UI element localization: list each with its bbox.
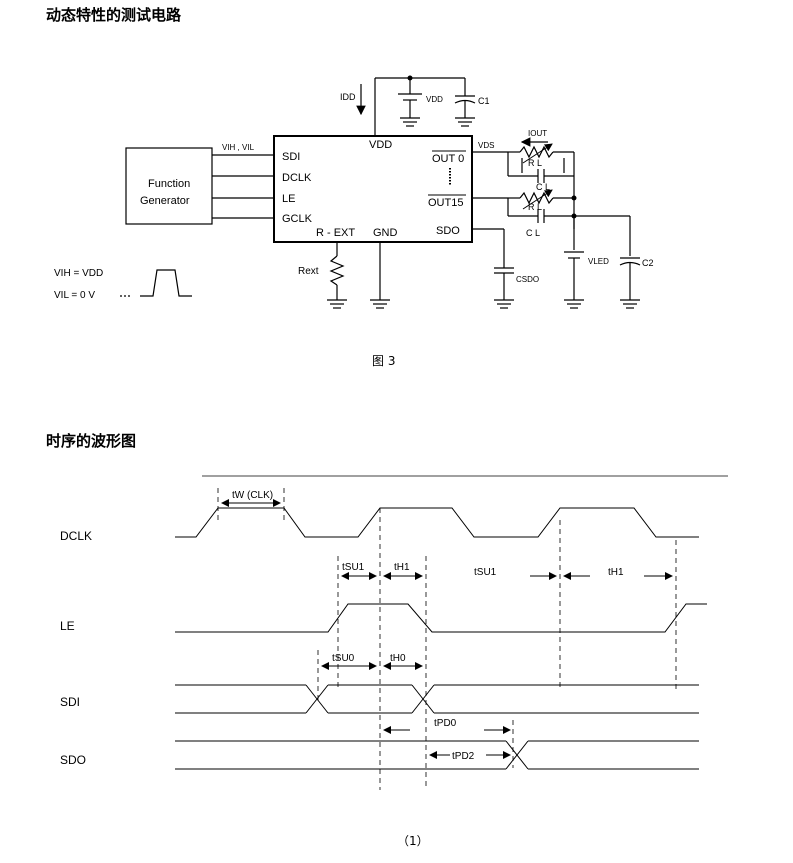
input-level-label: VIH , VIL xyxy=(222,143,255,152)
c2-label: C2 xyxy=(642,258,654,268)
pin-sdi: SDI xyxy=(282,151,300,163)
pin-rext: R - EXT xyxy=(316,227,355,239)
tpd2-label: tPD2 xyxy=(452,751,475,762)
th1-label-2: tH1 xyxy=(608,567,624,578)
pin-sdo: SDO xyxy=(436,225,460,237)
section-title-test-circuit: 动态特性的测试电路 xyxy=(46,6,182,24)
vds-label: VDS xyxy=(478,141,494,150)
rext-label: Rext xyxy=(298,266,319,277)
vih-label: VIH = VDD xyxy=(54,268,103,279)
rl-label-2: R L xyxy=(528,202,542,212)
pin-le: LE xyxy=(282,193,295,205)
signal-label-dclk: DCLK xyxy=(60,529,92,543)
figure-caption-3: 图 3 xyxy=(372,354,396,368)
cl-label-1: C L xyxy=(536,182,550,192)
csdo-label: CSDO xyxy=(516,275,539,284)
function-generator-label-2: Generator xyxy=(140,195,190,207)
function-generator-box xyxy=(125,147,213,225)
tsu1-label-1: tSU1 xyxy=(342,562,365,573)
pin-vdd: VDD xyxy=(369,139,392,151)
vled-label: VLED xyxy=(588,257,609,266)
pin-dclk: DCLK xyxy=(282,172,312,184)
tsu0-label: tSU0 xyxy=(332,653,355,664)
signal-label-le: LE xyxy=(60,619,75,633)
th1-label-1: tH1 xyxy=(394,562,410,573)
le-waveform xyxy=(175,603,707,633)
signal-label-sdo: SDO xyxy=(60,753,86,767)
rl-label-1: R L xyxy=(528,158,542,168)
pin-gnd: GND xyxy=(373,227,398,239)
signal-label-sdi: SDI xyxy=(60,695,80,709)
section-title-timing-waveform: 时序的波形图 xyxy=(46,432,137,450)
cl-label-2: C L xyxy=(526,228,540,238)
pin-out0: OUT 0 xyxy=(432,153,464,165)
tpd0-label: tPD0 xyxy=(434,718,457,729)
chip-box xyxy=(273,135,473,243)
figure-caption-1: （1） xyxy=(397,834,429,848)
pin-gclk: GCLK xyxy=(282,213,313,225)
tsu1-label-2: tSU1 xyxy=(474,567,497,578)
th0-label: tH0 xyxy=(390,653,406,664)
iout-label: IOUT xyxy=(528,129,547,138)
vdd-source-label: VDD xyxy=(426,95,443,104)
vil-label: VIL = 0 V xyxy=(54,290,95,301)
c1-label: C1 xyxy=(478,96,490,106)
function-generator-label-1: Function xyxy=(148,178,190,190)
idd-label: IDD xyxy=(340,92,356,102)
tw-clk-label: tW (CLK) xyxy=(232,490,273,501)
dclk-waveform xyxy=(175,507,699,538)
pin-out15: OUT15 xyxy=(428,197,463,209)
